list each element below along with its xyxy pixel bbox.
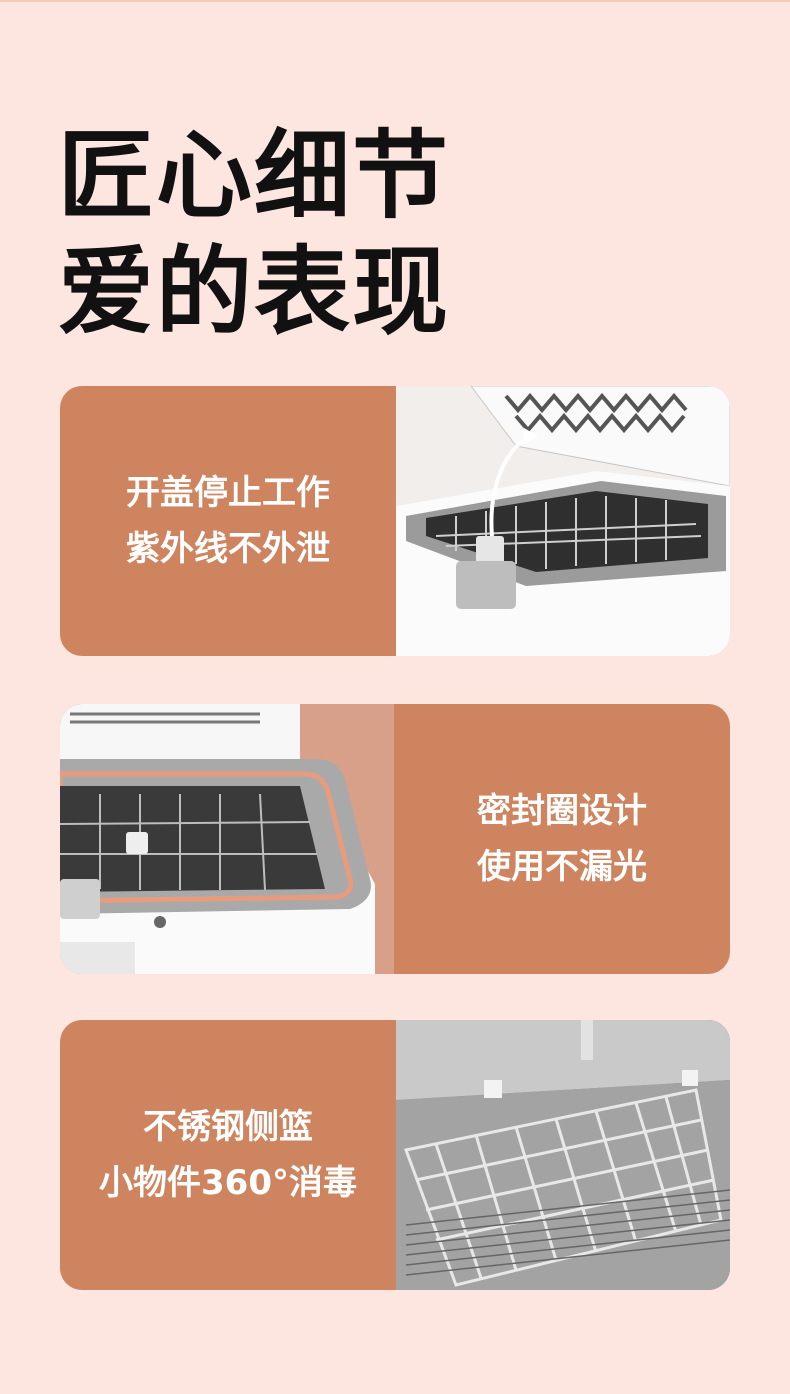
stainless-basket-illustration [396,1020,730,1290]
stainless-side-basket-image [396,1020,730,1290]
feature-title: 开盖停止工作 [126,473,330,513]
sterilizer-seal-image [60,704,394,974]
feature-card-lid-stop: 开盖停止工作 紫外线不外泄 [60,386,730,656]
sterilizer-open-lid-image [396,386,730,656]
feature-card-text: 不锈钢侧篮 小物件360°消毒 [60,1020,396,1290]
feature-title: 密封圈设计 [477,791,647,831]
feature-subtitle: 小物件360°消毒 [99,1163,357,1203]
page-title-line-1: 匠心细节 [58,120,450,232]
sterilizer-seal-illustration [60,704,394,974]
feature-card-text: 开盖停止工作 紫外线不外泄 [60,386,396,656]
top-divider [0,0,790,2]
page-title-line-2: 爱的表现 [58,236,450,348]
feature-card-seal: 密封圈设计 使用不漏光 [60,704,730,974]
feature-subtitle: 使用不漏光 [477,847,647,887]
page-title: 匠心细节 爱的表现 [58,118,450,350]
feature-title: 不锈钢侧篮 [143,1107,313,1147]
feature-card-text: 密封圈设计 使用不漏光 [394,704,730,974]
feature-card-side-basket: 不锈钢侧篮 小物件360°消毒 [60,1020,730,1290]
sterilizer-open-lid-illustration [396,386,730,656]
feature-subtitle: 紫外线不外泄 [126,529,330,569]
